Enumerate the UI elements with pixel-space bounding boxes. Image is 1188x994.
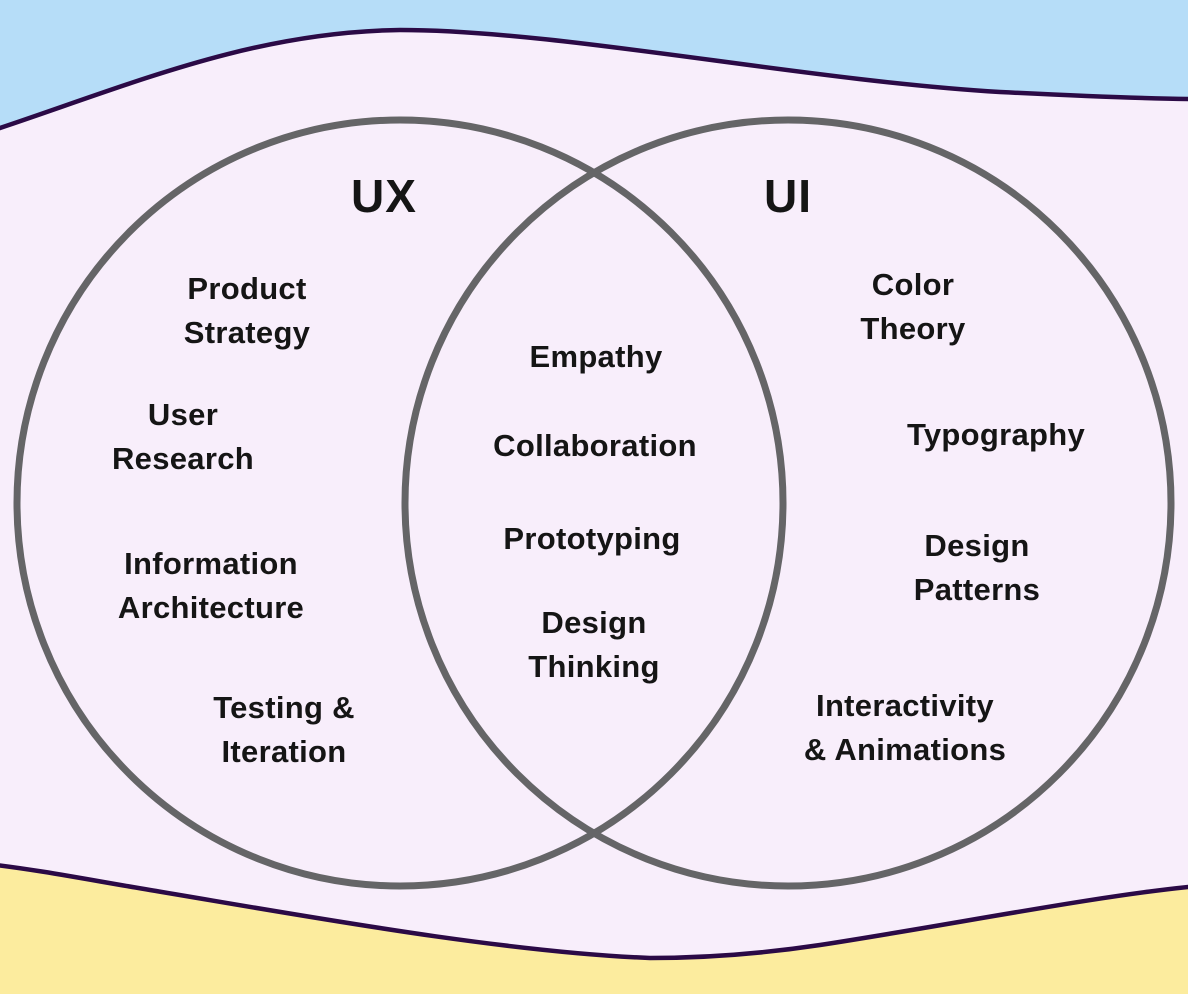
venn-right-circle xyxy=(401,116,1175,890)
venn-item-collaboration: Collaboration xyxy=(493,428,697,463)
lavender-wave-blob xyxy=(0,27,1188,961)
venn-item-color-theory: Color Theory xyxy=(860,267,966,346)
venn-item-empathy: Empathy xyxy=(529,339,663,374)
venn-item-design-patterns: Design Patterns xyxy=(913,528,1041,607)
venn-item-prototyping: Prototyping xyxy=(503,521,681,556)
ui-title: UI xyxy=(764,170,812,222)
venn-item-user-research: User Research xyxy=(112,397,254,476)
venn-item-typography: Typography xyxy=(906,417,1086,452)
venn-item-interactivity-animations: Interactivity & Animations xyxy=(803,688,1007,767)
venn-left-circle xyxy=(13,116,787,890)
ux-title: UX xyxy=(351,170,417,222)
venn-item-design-thinking: Design Thinking xyxy=(528,605,660,684)
venn-item-information-architecture: Information Architecture xyxy=(117,546,305,625)
venn-item-testing-iteration: Testing & Iteration xyxy=(213,690,355,769)
venn-item-product-strategy: Product Strategy xyxy=(183,271,311,350)
